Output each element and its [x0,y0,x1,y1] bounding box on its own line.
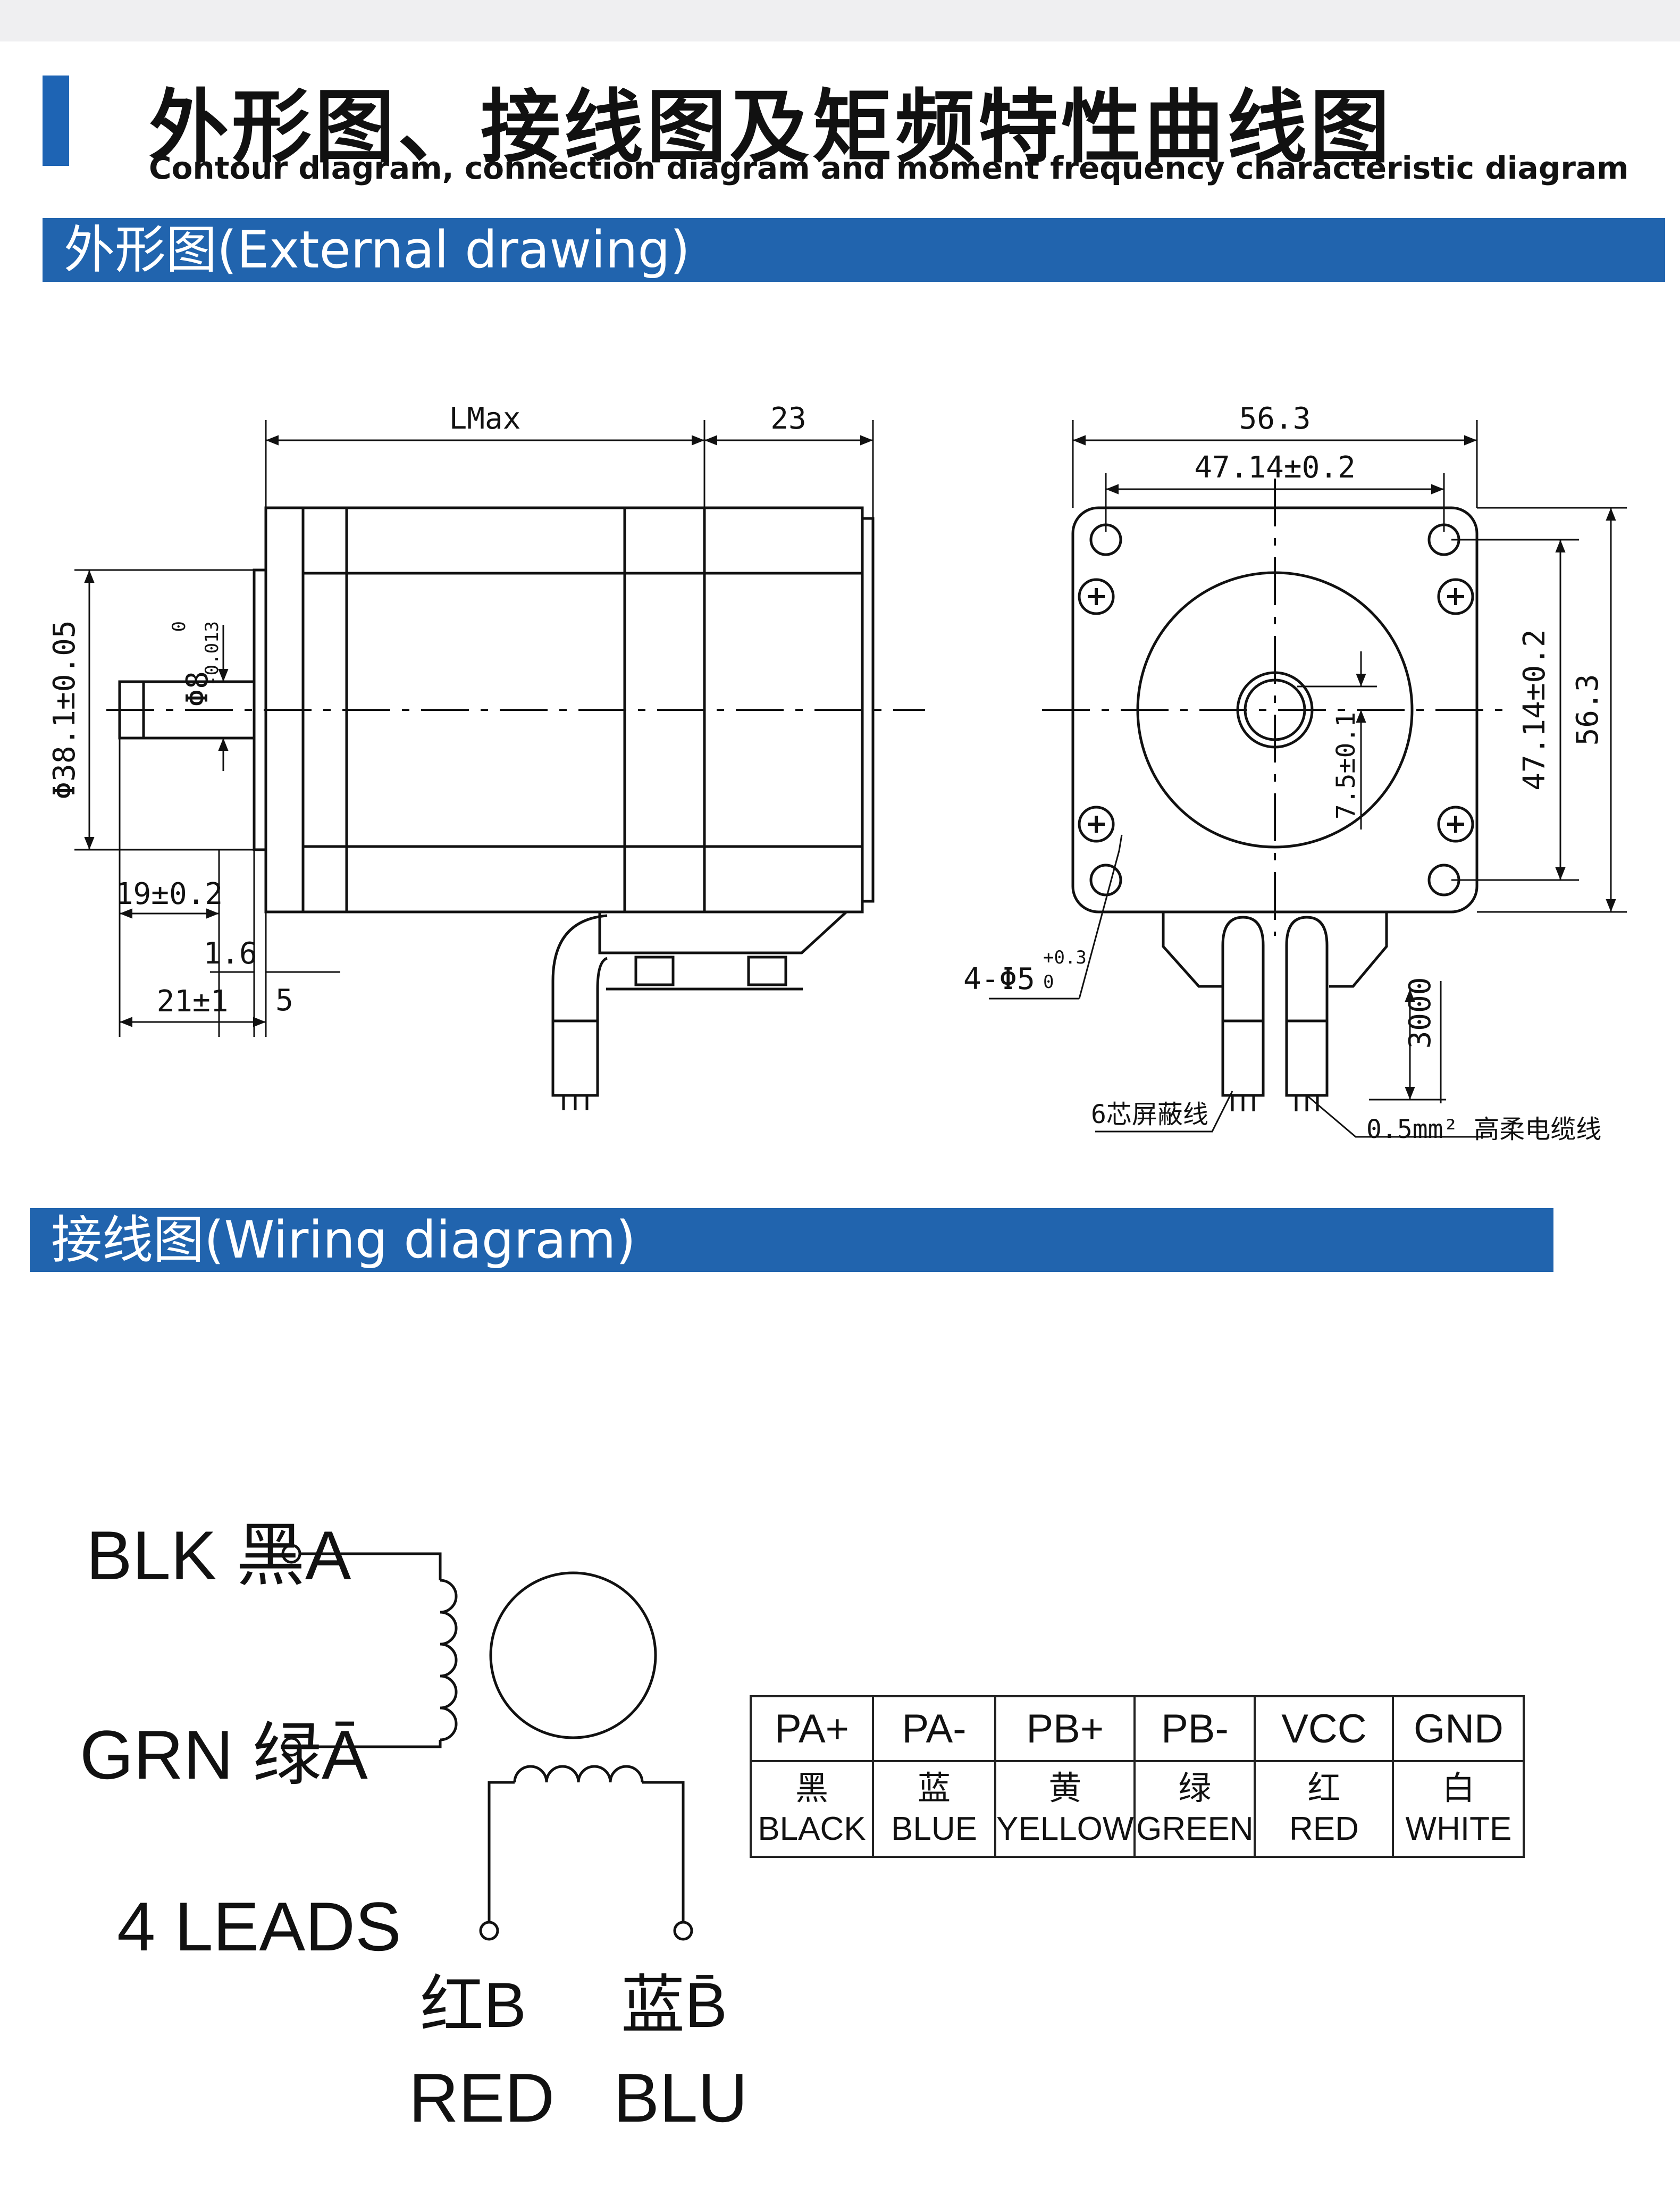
color-en: WHITE [1405,1811,1512,1847]
motor-side-view [118,506,875,1110]
dim-19: 19±0.2 [115,877,223,911]
table-header-cell: VCC [1254,1695,1395,1762]
color-cn: 蓝 [917,1770,951,1807]
rotor-circle [489,1571,657,1739]
cable-gland [598,911,847,954]
dim-23: 23 [770,401,806,436]
dim-5: 5 [275,983,293,1018]
color-cn: 红 [1307,1770,1341,1807]
table-cell: 绿 GREEN [1133,1760,1256,1858]
color-en: YELLOW [996,1811,1134,1847]
dim-8-tol-dn: -0.013 [201,621,223,686]
dim-56-3-side: 56.3 [1570,674,1605,746]
dim-38: Φ38.1±0.05 [47,620,82,799]
table-header-cell: GND [1392,1695,1525,1762]
side-cable [551,914,608,1021]
dim-56-3-top: 56.3 [1239,401,1311,436]
table-cell: 红 RED [1254,1760,1395,1858]
color-en: RED [1289,1811,1359,1847]
shield-cable-label: 6芯屏蔽线 [1091,1100,1208,1129]
top-strip [0,0,1680,41]
front-dimensions [989,420,1627,1138]
page-subtitle: Contour diagram, connection diagram and … [149,150,1629,186]
dim-8: Φ8 [180,671,215,707]
color-cn: 白 [1442,1770,1475,1807]
dim-1-6: 1.6 [203,936,257,971]
table-header-cell: PB- [1133,1695,1256,1762]
table-cell: 蓝 BLUE [872,1760,996,1858]
table-header-row: PA+ PA- PB+ PB- VCC GND [750,1695,1525,1762]
section-wiring-diagram: 接线图(Wiring diagram) [30,1208,1553,1272]
pin-color-table: PA+ PA- PB+ PB- VCC GND 黑 BLACK 蓝 BLUE 黄 YE… [750,1695,1525,1858]
color-cn: 绿 [1178,1770,1212,1807]
dim-cable-length: 3000 [1403,977,1438,1049]
side-dimensions [74,420,874,1037]
dim-7-5: 7.5±0.1 [1331,712,1361,819]
color-en: BLUE [891,1811,977,1847]
label-red: RED [409,2059,555,2137]
dim-21: 21±1 [157,984,229,1019]
label-grn: GRN 绿Ā [80,1716,368,1794]
dim-47-14-side: 47.14±0.2 [1517,629,1552,790]
screw-crosses [1088,588,1464,833]
terminal-blu [673,1921,693,1941]
table-cell: 黄 YELLOW [994,1760,1136,1858]
front-gland [1162,912,1223,988]
table-row: 黑 BLACK 蓝 BLUE 黄 YELLOW 绿 GREEN 红 RED 白 WHITE [750,1760,1525,1858]
mount-hole-bl [1089,864,1122,897]
color-en: BLACK [758,1811,866,1847]
title-accent-bar [43,76,69,166]
page-title: 外形图、接线图及矩频特性曲线图 [149,81,1393,174]
dim-47-14-top: 47.14±0.2 [1194,450,1355,485]
hole-tol-dn: 0 [1043,971,1054,993]
label-4-leads: 4 LEADS [117,1888,401,1965]
table-header-cell: PB+ [994,1695,1136,1762]
color-cn: 黑 [795,1770,828,1807]
table-cell: 白 WHITE [1392,1760,1525,1858]
label-blu: BLU [614,2059,748,2137]
label-red-cn: 红B [420,1970,526,2041]
coil-a [440,1579,458,1741]
label-blk: BLK 黑A [86,1517,351,1594]
table-cell: 黑 BLACK [750,1760,874,1858]
color-en: GREEN [1136,1811,1254,1847]
front-centerlines [1042,479,1505,936]
dim-8-tol-up: 0 [169,621,190,632]
flex-cable-label: 0.5mm² 高柔电缆线 [1366,1115,1601,1144]
terminal-red [479,1921,499,1941]
label-blu-cn: 蓝B̄ [621,1970,727,2041]
table-header-cell: PA+ [750,1695,874,1762]
dim-lmax: LMax [449,401,521,436]
hole-spec: 4-Φ5 [963,962,1035,996]
wiring-schematic [281,1544,693,1941]
hole-tol-up: +0.3 [1043,947,1087,968]
color-cn: 黄 [1048,1770,1082,1807]
section-external-drawing: 外形图(External drawing) [43,218,1665,282]
coil-b [513,1765,644,1783]
table-header-cell: PA- [872,1695,996,1762]
rear-cap [862,517,875,903]
